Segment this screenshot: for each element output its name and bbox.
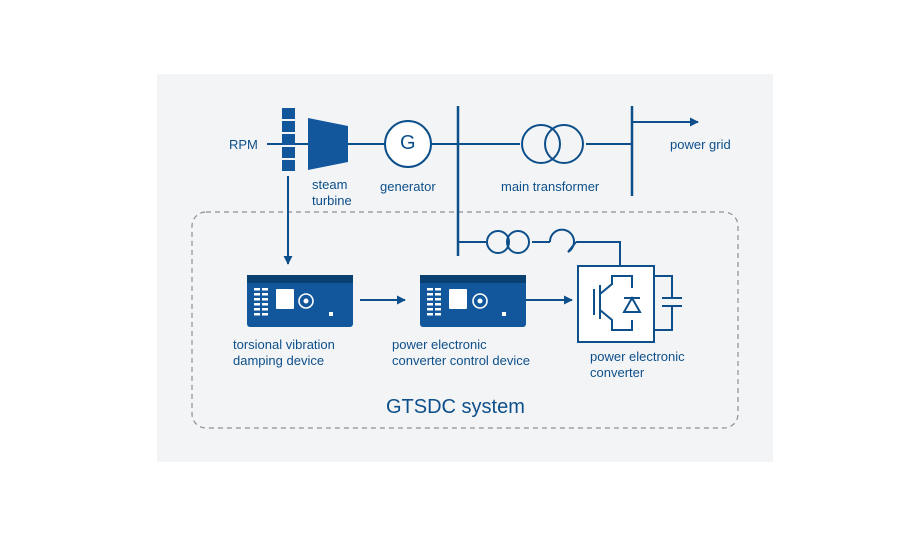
encoder-icon: [282, 108, 295, 171]
transformer-icon: [521, 124, 584, 164]
branch-to-converter: [576, 241, 621, 266]
torsional-device-label: torsional vibration damping device: [233, 337, 335, 368]
generator-symbol: G: [400, 132, 416, 154]
generator-label: generator: [380, 179, 436, 194]
converter-control-label: power electronic converter control devic…: [392, 337, 531, 368]
power-converter-label: power electronic converter: [590, 349, 685, 380]
steam-turbine-label: steam turbine: [312, 177, 352, 208]
converter-transformer-icon: [486, 230, 530, 254]
system-title: GTSDC system: [386, 396, 525, 418]
rpm-label: RPM: [229, 137, 258, 152]
generator-icon: [384, 120, 432, 168]
main-transformer-label: main transformer: [501, 179, 600, 194]
reactor-icon: [548, 228, 577, 253]
capacitor-icon: [654, 275, 682, 331]
steam-turbine-icon: [308, 118, 348, 170]
background-panel: [157, 74, 773, 462]
power-grid-label: power grid: [670, 137, 731, 152]
device-icon: [247, 275, 353, 327]
converter-icon: [577, 265, 655, 343]
device-icon: [420, 275, 526, 327]
system-boundary: [191, 211, 739, 429]
